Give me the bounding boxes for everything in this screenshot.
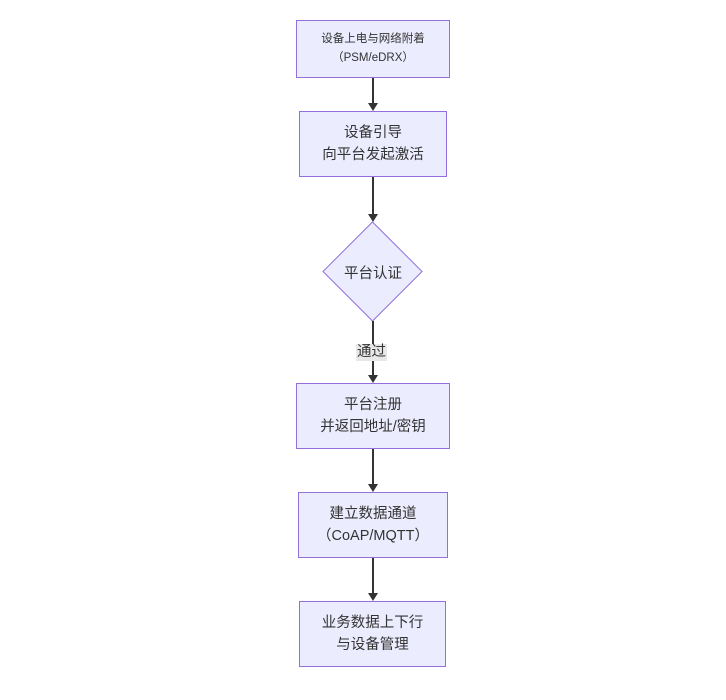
node-bootstrap: 设备引导 向平台发起激活 [299, 111, 447, 177]
edge-line [372, 449, 374, 485]
node-data-channel: 建立数据通道 （CoAP/MQTT） [298, 492, 448, 558]
arrowhead-down-icon [368, 484, 379, 492]
edge-label-pass: 通过 [356, 344, 387, 361]
edge-line [372, 558, 374, 594]
node-label-line: 设备引导 [344, 125, 402, 141]
edge-line [372, 177, 374, 215]
node-platform-auth-label: 平台认证 [344, 266, 402, 282]
arrowhead-down-icon [368, 375, 379, 383]
edge-line [372, 78, 374, 104]
edge-arrow [366, 558, 380, 601]
node-power-attach: 设备上电与网络附着 （PSM/eDRX） [296, 20, 450, 78]
edge-arrow [366, 177, 380, 222]
node-label-line: 平台注册 [344, 397, 402, 413]
node-label-line: 业务数据上下行 [321, 615, 424, 631]
arrowhead-down-icon [368, 214, 379, 222]
node-label-line: 并返回地址/密钥 [320, 419, 426, 435]
arrowhead-down-icon [368, 593, 379, 601]
node-label-line: 设备上电与网络附着 [321, 33, 425, 45]
edge-arrow [366, 449, 380, 492]
node-label-line: 建立数据通道 [329, 506, 417, 522]
node-label-line: 与设备管理 [336, 637, 409, 653]
node-label-line: （PSM/eDRX） [332, 52, 414, 64]
node-label-line: 向平台发起激活 [322, 147, 424, 163]
edge-arrow [366, 78, 380, 111]
arrowhead-down-icon [368, 103, 379, 111]
node-label-line: （CoAP/MQTT） [317, 528, 429, 544]
node-register: 平台注册 并返回地址/密钥 [296, 383, 450, 449]
node-business-data: 业务数据上下行 与设备管理 [299, 601, 446, 667]
